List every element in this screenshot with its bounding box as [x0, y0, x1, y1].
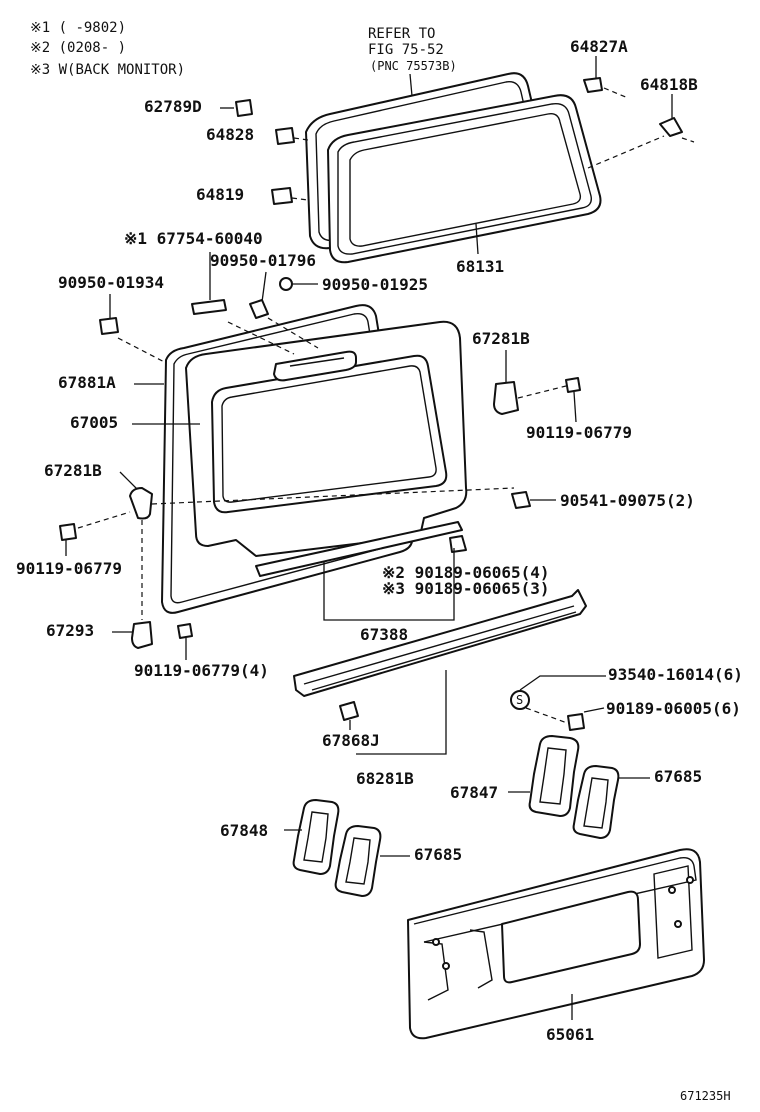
- bolt-90119-06779-right: [565, 377, 581, 393]
- label-64828: 64828: [206, 125, 254, 144]
- label-67847: 67847: [450, 783, 498, 802]
- label-90189-06005: 90189-06005(6): [606, 699, 741, 718]
- label-90189-06065-4: ※2 90189-06065(4): [382, 563, 550, 582]
- stopper-67281B-left: [129, 487, 153, 520]
- bolt-90119-06779-4: [177, 623, 193, 639]
- label-67388: 67388: [360, 625, 408, 644]
- back-door-group: [161, 304, 468, 614]
- label-90119-06779-left: 90119-06779: [16, 559, 122, 578]
- clip-64827A: [583, 77, 603, 93]
- clip-90189-06005: [567, 713, 585, 731]
- label-64819: 64819: [196, 185, 244, 204]
- clip-90950-01934: [99, 317, 119, 335]
- seal-67848: [292, 799, 340, 875]
- label-93540: 93540-16014(6): [608, 665, 743, 684]
- label-68281B: 68281B: [356, 769, 414, 788]
- nut-90541: [511, 491, 531, 509]
- note-3: ※3 W(BACK MONITOR): [30, 62, 185, 78]
- garnish-67388: [255, 521, 463, 577]
- clip-90950-01925: [279, 277, 293, 291]
- garnish-68281B: [293, 589, 587, 697]
- clip-64828: [275, 127, 295, 145]
- clip-90950-01796: [249, 299, 269, 319]
- clip-64819: [271, 187, 293, 205]
- seal-67685-left: [334, 825, 382, 897]
- refer-line-2: FIG 75-52: [368, 42, 444, 58]
- note-1: ※1 ( -9802): [30, 20, 126, 36]
- label-65061: 65061: [546, 1025, 594, 1044]
- label-64827A: 64827A: [570, 37, 628, 56]
- label-90119-06779-4: 90119-06779(4): [134, 661, 269, 680]
- label-67005: 67005: [70, 413, 118, 432]
- label-67281B-right: 67281B: [472, 329, 530, 348]
- label-62789D: 62789D: [144, 97, 202, 116]
- back-glass: [327, 94, 602, 264]
- clip-90189-06065: [449, 535, 467, 553]
- figure-id: 671235H: [680, 1089, 731, 1103]
- label-90950-01796: 90950-01796: [210, 251, 316, 270]
- label-68131: 68131: [456, 257, 504, 276]
- clip-67868J: [339, 701, 359, 721]
- s-emblem-93540: [510, 690, 530, 710]
- label-67881A: 67881A: [58, 373, 116, 392]
- s-emblem-letter: S: [516, 693, 523, 707]
- back-glass-group: [305, 72, 602, 264]
- label-67848: 67848: [220, 821, 268, 840]
- door-window-opening: [211, 354, 448, 514]
- label-67754: ※1 67754-60040: [124, 229, 263, 248]
- clip-64818B: [659, 117, 683, 137]
- label-67293: 67293: [46, 621, 94, 640]
- stopper-67293: [131, 621, 153, 649]
- footnotes: ※1 ( -9802) ※2 (0208- ) ※3 W(BACK MONITO…: [30, 20, 185, 78]
- refer-line-1: REFER TO: [368, 26, 435, 42]
- refer-line-3: (PNC 75573B): [370, 59, 457, 73]
- label-90950-01934: 90950-01934: [58, 273, 164, 292]
- label-90541: 90541-09075(2): [560, 491, 695, 510]
- refer-note: REFER TO FIG 75-52 (PNC 75573B): [368, 26, 457, 97]
- bolt-90119-06779-left: [59, 523, 77, 541]
- label-90950-01925: 90950-01925: [322, 275, 428, 294]
- clip-62789D: [235, 99, 253, 117]
- note-2: ※2 (0208- ): [30, 40, 126, 56]
- label-67685-left: 67685: [414, 845, 462, 864]
- label-67868J: 67868J: [322, 731, 380, 750]
- molding-67754: [191, 299, 227, 315]
- stopper-67281B-right: [493, 381, 519, 415]
- label-64818B: 64818B: [640, 75, 698, 94]
- lower-panel-65061: [407, 848, 705, 1040]
- license-plate-recess: [501, 890, 641, 984]
- label-90119-06779-right: 90119-06779: [526, 423, 632, 442]
- label-90189-06065-3: ※3 90189-06065(3): [382, 579, 550, 598]
- label-67685-right: 67685: [654, 767, 702, 786]
- label-67281B-left: 67281B: [44, 461, 102, 480]
